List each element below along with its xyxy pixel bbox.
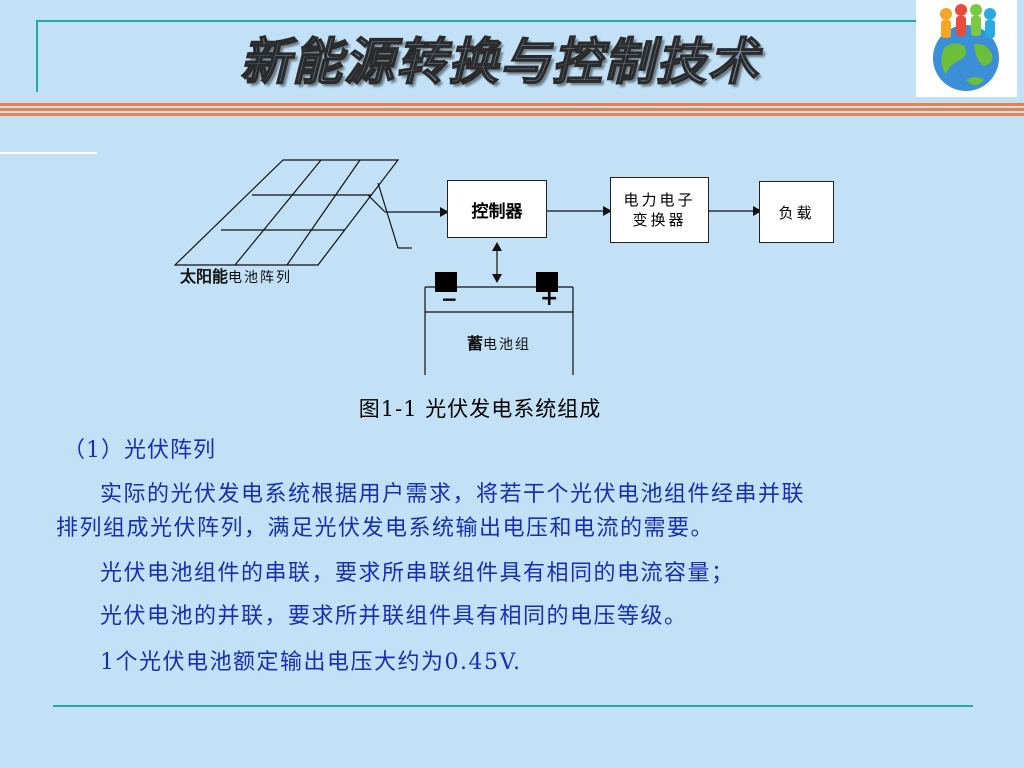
figure-caption: 图1-1 光伏发电系统组成 [358, 397, 602, 421]
page-title: 新能源转换与控制技术 [239, 32, 760, 92]
header-stripe [0, 113, 1024, 116]
solar-array-label: 太阳能电池阵列 [180, 267, 293, 286]
footer-line [53, 705, 973, 707]
converter-box: 电力电子 变换器 [610, 177, 709, 243]
battery-minus-label: − [441, 287, 458, 311]
controller-label: 控制器 [471, 201, 523, 222]
paragraph-line: 排列组成光伏阵列，满足光伏发电系统输出电压和电流的需要。 [56, 516, 715, 541]
controller-box: 控制器 [447, 180, 547, 238]
header-stripe [0, 108, 1024, 111]
header-top-line [36, 20, 916, 22]
battery-plus-label: + [540, 286, 559, 311]
divider [0, 152, 97, 154]
header-stripe [0, 103, 1024, 106]
paragraph-line: 光伏电池组件的串联，要求所串联组件具有相同的电流容量； [100, 561, 735, 586]
paragraph-line: 光伏电池的并联，要求所并联组件具有相同的电压等级。 [100, 604, 688, 629]
header-left-line [36, 22, 38, 92]
paragraph-line: 1个光伏电池额定输出电压大约为0.45V. [100, 650, 522, 675]
section-heading: （1）光伏阵列 [63, 438, 216, 463]
converter-label-line2: 变换器 [632, 211, 687, 229]
converter-label-line1: 电力电子 [623, 191, 696, 209]
load-label: 负载 [778, 203, 815, 222]
paragraph-line: 实际的光伏发电系统根据用户需求，将若干个光伏电池组件经串并联 [100, 482, 806, 507]
battery-label: 蓄电池组 [467, 334, 532, 353]
system-diagram-lines [173, 159, 762, 375]
globe-people-logo-icon [916, 0, 1017, 97]
load-box: 负载 [759, 181, 834, 243]
